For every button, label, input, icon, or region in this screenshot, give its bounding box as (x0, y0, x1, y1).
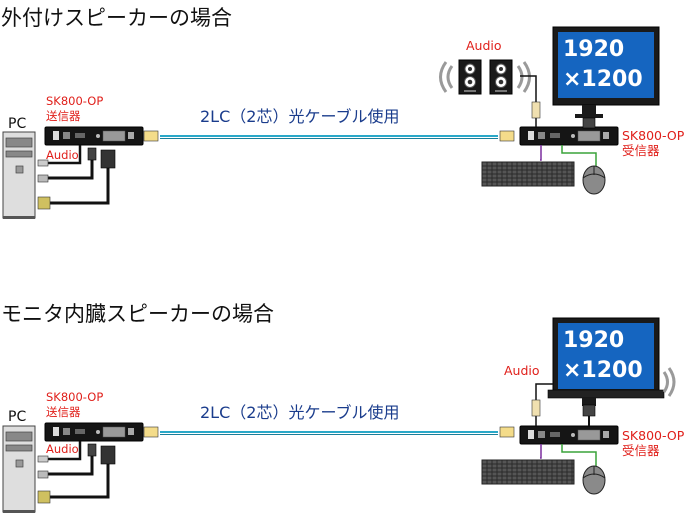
audio-jack-icon (531, 399, 541, 417)
resolution-line2: ×1200 (563, 358, 643, 383)
rx-audio-label: Audio (504, 363, 540, 378)
rx-model-label: SK800-OP (622, 128, 685, 143)
tx-role-label: 送信器 (46, 109, 81, 123)
tx-audio-label: Audio (46, 442, 79, 456)
keyboard-cable (540, 145, 542, 161)
mouse-icon (582, 465, 606, 495)
tx-model-label: SK800-OP (46, 94, 103, 108)
section-external-speakers: 外付けスピーカーの場合 PC SK800-OP 送信器 Audio 2LC（2芯… (1, 6, 685, 220)
keyboard-icon (481, 161, 575, 187)
keyboard-icon (481, 459, 575, 485)
pc-cables (37, 441, 116, 504)
transmitter-unit-icon (44, 126, 144, 146)
section-title: モニタ内臓スピーカーの場合 (1, 302, 274, 326)
receiver-unit-icon (519, 126, 619, 146)
monitor-icon (552, 26, 660, 129)
rx-role-label: 受信器 (622, 143, 660, 158)
resolution-line2: ×1200 (563, 67, 643, 92)
keyboard-cable (540, 444, 542, 459)
resolution-line1: 1920 (563, 328, 624, 353)
rx-role-label: 受信器 (622, 443, 660, 458)
speakers-icon (439, 59, 531, 95)
mouse-cable (561, 145, 597, 166)
section-title: 外付けスピーカーの場合 (1, 6, 232, 30)
pc-label: PC (8, 409, 26, 425)
fiber-cable (143, 426, 515, 438)
pc-label: PC (8, 116, 26, 132)
audio-jack-icon (531, 101, 541, 119)
pc-cables (37, 145, 116, 210)
monitor-icon (547, 317, 676, 417)
pc-tower-icon (2, 131, 36, 220)
rx-model-label: SK800-OP (622, 428, 685, 443)
mouse-cable (561, 444, 597, 466)
transmitter-unit-icon (44, 422, 144, 442)
cable-label: 2LC（2芯）光ケーブル使用 (200, 107, 400, 126)
pc-tower-icon (2, 425, 36, 514)
rx-audio-label: Audio (466, 38, 502, 53)
tx-audio-label: Audio (46, 148, 79, 162)
receiver-unit-icon (519, 425, 619, 445)
tx-role-label: 送信器 (46, 405, 81, 419)
resolution-line1: 1920 (563, 37, 624, 62)
section-monitor-speakers: モニタ内臓スピーカーの場合 PC SK800-OP 送信器 Audio 2LC（… (1, 302, 685, 514)
tx-model-label: SK800-OP (46, 390, 103, 404)
mouse-icon (582, 165, 606, 195)
cable-label: 2LC（2芯）光ケーブル使用 (200, 403, 400, 422)
fiber-cable (143, 130, 515, 142)
